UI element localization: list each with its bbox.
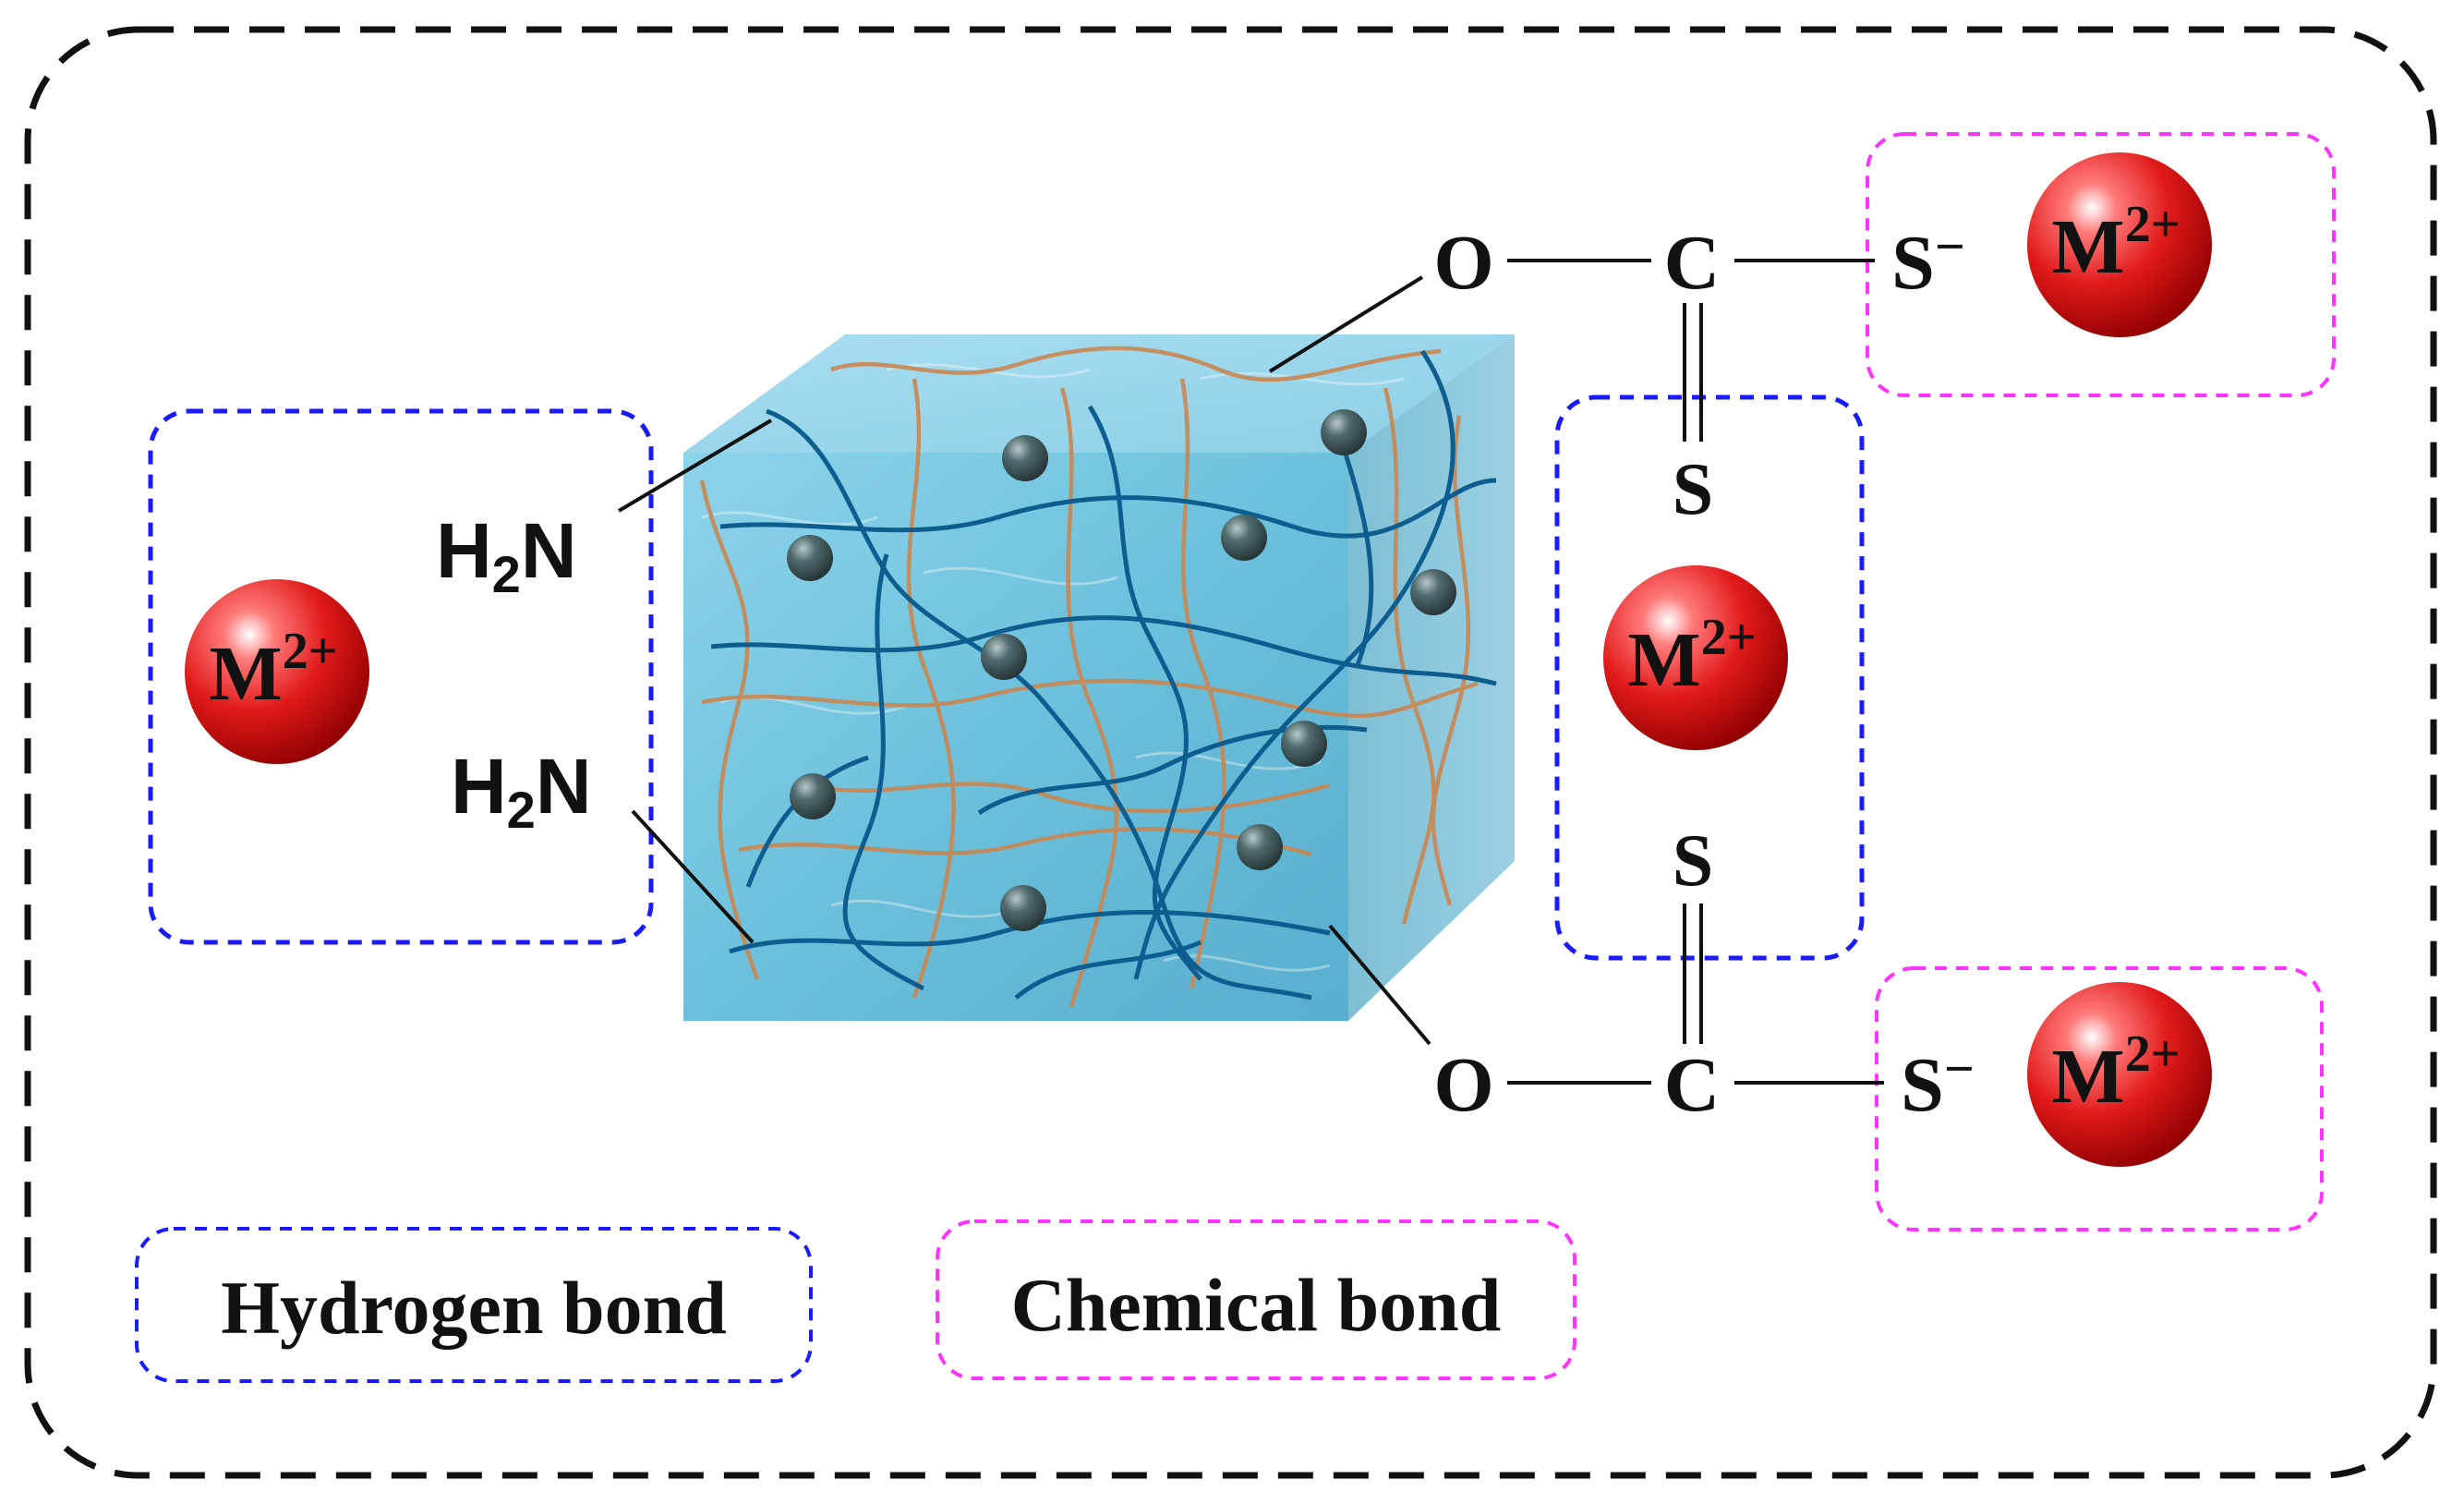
connector-amine-top bbox=[617, 418, 773, 513]
metal-ion-sphere bbox=[2027, 982, 2212, 1167]
metal-ion-center: M2+ bbox=[1603, 565, 1788, 750]
metal-ion-label: M2+ bbox=[2051, 1025, 2180, 1120]
oxygen-atom-bottom: O bbox=[1433, 1042, 1493, 1128]
particle bbox=[1410, 569, 1456, 615]
outer-frame bbox=[24, 26, 2437, 1479]
particle bbox=[1000, 885, 1046, 931]
connector-amine-bottom bbox=[631, 809, 755, 944]
legend-hydrogen-bond-label: Hydrogen bond bbox=[221, 1266, 727, 1350]
connector-xanthate-bottom bbox=[1328, 924, 1431, 1046]
particle bbox=[1237, 824, 1283, 870]
thiolate-sulfur-bottom: S− bbox=[1901, 1038, 1975, 1128]
particle bbox=[1002, 435, 1048, 481]
legend: Hydrogen bond Chemical bond bbox=[135, 1219, 1576, 1383]
connector-xanthate-top bbox=[1268, 275, 1424, 373]
hydrogel-particles bbox=[787, 409, 1456, 931]
legend-hydrogen-bond-box bbox=[135, 1227, 813, 1383]
xanthate-group-top: O C S− S bbox=[1433, 216, 1965, 530]
metal-ion-label: M2+ bbox=[209, 623, 337, 717]
hydrogen-bond-box-left bbox=[148, 408, 654, 945]
hydrogel-cube bbox=[683, 334, 1515, 1021]
metal-ion-sphere bbox=[185, 579, 369, 764]
metal-ion-top-right: M2+ bbox=[2027, 152, 2212, 337]
carbon-atom-bottom: C bbox=[1664, 1042, 1721, 1128]
metal-ion-label: M2+ bbox=[2051, 196, 2180, 290]
metal-ion-sphere bbox=[2027, 152, 2212, 337]
particle bbox=[981, 634, 1027, 680]
carbon-atom-top: C bbox=[1664, 220, 1721, 306]
legend-chemical-bond-label: Chemical bond bbox=[1011, 1263, 1502, 1347]
amine-label-bottom: H2N bbox=[451, 743, 592, 839]
metal-ion-label: M2+ bbox=[1627, 609, 1756, 703]
thione-sulfur-bottom: S bbox=[1673, 820, 1714, 902]
metal-ion-left: M2+ bbox=[185, 579, 369, 764]
metal-ion-bottom-right: M2+ bbox=[2027, 982, 2212, 1167]
chemical-bond-box-top bbox=[1866, 132, 2336, 397]
amine-label-top: H2N bbox=[436, 507, 577, 603]
particle bbox=[1281, 721, 1327, 767]
xanthate-group-bottom: S O C S− bbox=[1433, 820, 1975, 1128]
metal-ion-sphere bbox=[1603, 565, 1788, 750]
thiolate-sulfur-top: S− bbox=[1891, 216, 1965, 306]
particle bbox=[1321, 409, 1367, 455]
thione-sulfur-top: S bbox=[1673, 449, 1714, 530]
oxygen-atom-top: O bbox=[1433, 220, 1493, 306]
chemical-bond-box-bottom bbox=[1875, 966, 2324, 1231]
particle bbox=[790, 773, 836, 819]
hydrogen-bond-box-center bbox=[1554, 394, 1865, 961]
particle bbox=[1221, 515, 1267, 561]
cube-side-face bbox=[1348, 334, 1515, 1021]
legend-chemical-bond-box bbox=[936, 1219, 1576, 1380]
particle bbox=[787, 535, 833, 581]
